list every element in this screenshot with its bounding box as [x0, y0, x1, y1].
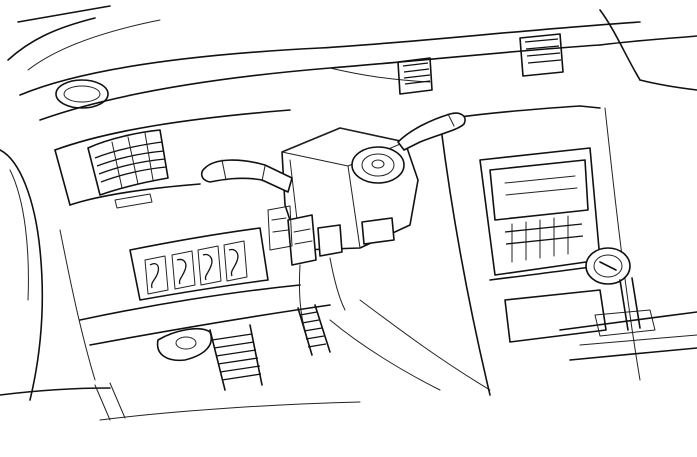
lower-knob-left [156, 328, 212, 362]
door-edge-left [0, 149, 44, 401]
switch-stalk-left [200, 159, 293, 193]
switch-stalk-right [397, 112, 466, 151]
defrost-vent-left [55, 79, 109, 109]
air-vent-left [87, 129, 169, 196]
floor-right [559, 309, 697, 361]
combination-switch [267, 127, 419, 331]
steering-column-boot [209, 304, 331, 391]
floor-lines [99, 299, 491, 421]
windshield-edge [7, 5, 161, 71]
side-vent-right [519, 33, 564, 77]
switch-panel-left [129, 227, 269, 301]
instrument-cluster-hood [54, 109, 291, 206]
ignition-key-cylinder [585, 247, 641, 331]
dashboard-top [19, 21, 697, 121]
lower-dash-edge [59, 229, 331, 381]
dash-corner-right [599, 9, 697, 91]
vent-control-left [114, 193, 153, 209]
center-vent-upper [397, 57, 433, 95]
door-sill-left [0, 382, 126, 421]
